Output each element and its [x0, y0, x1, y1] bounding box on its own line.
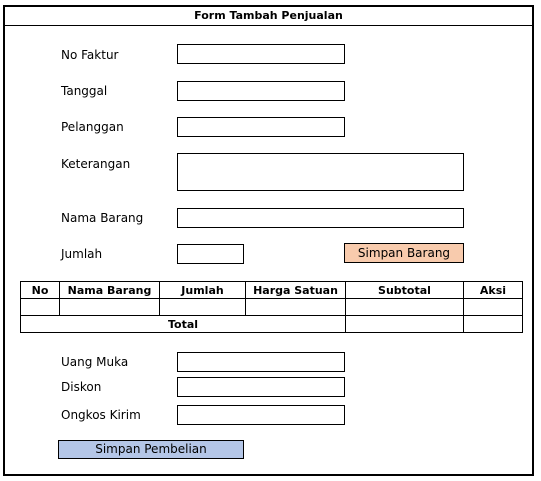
keterangan-textarea[interactable] — [177, 153, 464, 191]
nama-barang-input[interactable] — [177, 208, 464, 228]
total-value — [345, 315, 464, 333]
total-label: Total — [20, 315, 346, 333]
table-row — [20, 298, 523, 316]
cell-aksi[interactable] — [463, 298, 523, 316]
ongkos-kirim-label: Ongkos Kirim — [61, 408, 141, 422]
header-harga-satuan: Harga Satuan — [245, 281, 346, 299]
pelanggan-label: Pelanggan — [61, 120, 124, 134]
pelanggan-input[interactable] — [177, 117, 345, 137]
cell-no — [20, 298, 60, 316]
items-table: No Nama Barang Jumlah Harga Satuan Subto… — [20, 281, 523, 333]
no-faktur-label: No Faktur — [61, 48, 119, 62]
keterangan-label: Keterangan — [61, 157, 131, 171]
nama-barang-label: Nama Barang — [61, 211, 144, 225]
ongkos-kirim-input[interactable] — [177, 405, 345, 425]
header-jumlah: Jumlah — [159, 281, 246, 299]
header-subtotal: Subtotal — [345, 281, 464, 299]
uang-muka-label: Uang Muka — [61, 355, 129, 369]
simpan-pembelian-button[interactable]: Simpan Pembelian — [58, 440, 244, 459]
cell-harga-satuan — [245, 298, 346, 316]
diskon-input[interactable] — [177, 377, 345, 397]
cell-nama-barang — [59, 298, 160, 316]
header-nama-barang: Nama Barang — [59, 281, 160, 299]
tanggal-input[interactable] — [177, 81, 345, 101]
tanggal-label: Tanggal — [61, 84, 108, 98]
table-total-row: Total — [20, 315, 523, 333]
cell-subtotal — [345, 298, 464, 316]
diskon-label: Diskon — [61, 380, 102, 394]
cell-jumlah — [159, 298, 246, 316]
no-faktur-input[interactable] — [177, 44, 345, 64]
simpan-barang-button[interactable]: Simpan Barang — [344, 243, 464, 263]
form-title: Form Tambah Penjualan — [5, 7, 532, 26]
header-aksi: Aksi — [463, 281, 523, 299]
header-no: No — [20, 281, 60, 299]
jumlah-input[interactable] — [177, 244, 244, 264]
uang-muka-input[interactable] — [177, 352, 345, 372]
jumlah-label: Jumlah — [61, 247, 103, 261]
form-window: Form Tambah Penjualan No Faktur Tanggal … — [3, 5, 534, 476]
total-aksi-cell — [463, 315, 523, 333]
table-header-row: No Nama Barang Jumlah Harga Satuan Subto… — [20, 281, 523, 299]
